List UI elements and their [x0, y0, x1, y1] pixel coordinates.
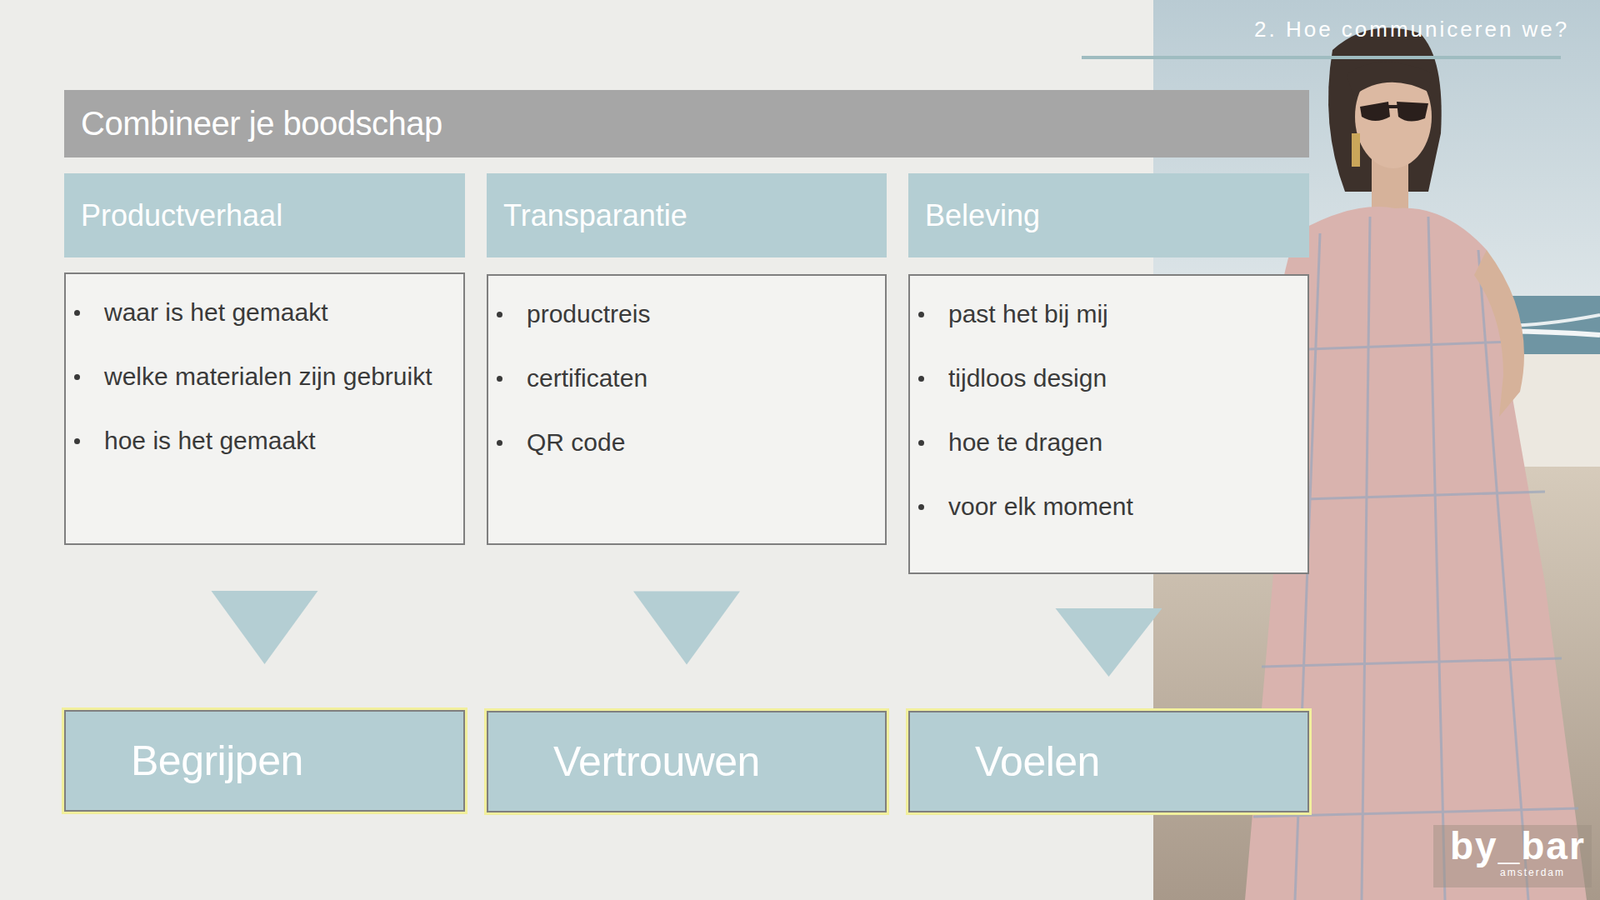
bullet-text: certificaten — [496, 363, 877, 394]
bullet-box: productreis certificaten QR code — [486, 274, 887, 545]
bullet-text: voor elk moment — [918, 491, 1300, 522]
bullet-text: hoe te dragen — [918, 427, 1300, 458]
down-arrow — [211, 590, 319, 665]
bullet-box: waar is het gemaakt welke materialen zijn… — [64, 272, 465, 545]
bullet-text: past het bij mij — [918, 299, 1300, 330]
arrow-head — [1055, 608, 1163, 677]
down-arrow — [1055, 608, 1163, 677]
bullet-dot — [918, 504, 925, 510]
bullet-dot — [496, 311, 503, 318]
arrow-head — [211, 590, 319, 665]
bullet-dot — [74, 438, 80, 445]
box-label: Voelen — [975, 737, 1100, 786]
arrow-head — [633, 591, 740, 665]
outcome-box: Voelen — [908, 710, 1310, 813]
bullet-dot — [496, 440, 503, 446]
bullet-dot — [496, 375, 503, 382]
bullet-dot — [918, 311, 925, 318]
bullet-text: QR code — [496, 427, 877, 458]
category-header: Transparantie — [486, 173, 887, 258]
bullet-text: welke materialen zijn gebruikt — [74, 361, 455, 392]
title-text: Combineer je boodschap — [80, 105, 443, 143]
outcome-box: Vertrouwen — [486, 710, 887, 813]
box-label: Begrijpen — [130, 736, 304, 785]
section-label: 2. Hoe communiceren we? — [1254, 16, 1570, 43]
bullet-dot — [918, 375, 925, 382]
logo-subtext: amsterdam — [1500, 866, 1565, 879]
box-label: Transparantie — [503, 198, 688, 234]
box-label: Vertrouwen — [553, 737, 760, 786]
logo-text: by_bar — [1450, 823, 1586, 869]
box-label: Beleving — [925, 198, 1040, 234]
category-header: Beleving — [908, 173, 1310, 258]
down-arrow — [633, 591, 740, 665]
bullet-text: tijdloos design — [918, 363, 1300, 394]
bullet-box: past het bij mij tijdloos design hoe te dr… — [908, 274, 1310, 575]
outcome-box: Begrijpen — [64, 710, 465, 812]
bullet-text: productreis — [496, 299, 877, 330]
title-band: Combineer je boodschap — [64, 90, 1310, 158]
bullet-dot — [918, 440, 925, 446]
category-header: Productverhaal — [64, 173, 465, 258]
header-rule — [1081, 55, 1561, 60]
bullet-dot — [74, 374, 80, 380]
bullet-text: waar is het gemaakt — [74, 297, 455, 328]
bullet-dot — [74, 310, 80, 316]
box-label: Productverhaal — [80, 198, 283, 234]
bullet-text: hoe is het gemaakt — [74, 425, 455, 456]
